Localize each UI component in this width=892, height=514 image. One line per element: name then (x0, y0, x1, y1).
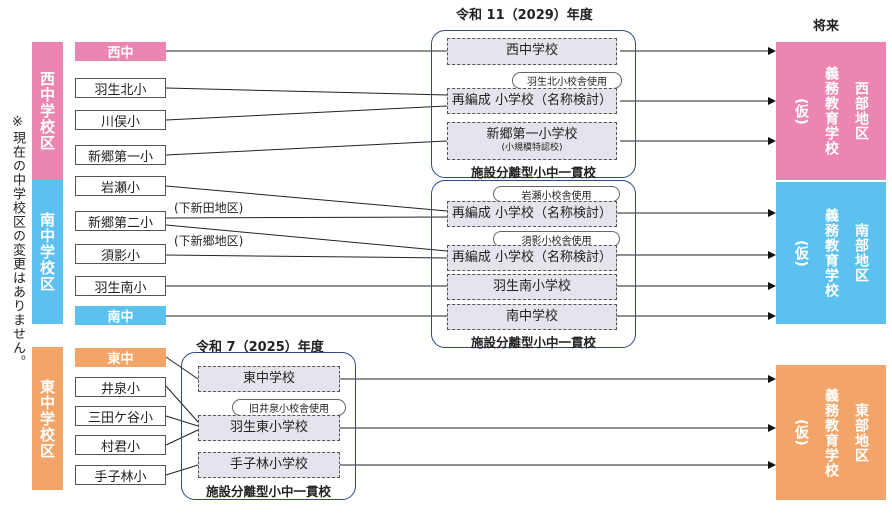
subarea-shimoshingo: (下新郷地区) (174, 234, 244, 248)
pill-iwase: 岩瀬小校舎使用 (493, 186, 620, 202)
school-south-reorg-1: 再編成 小学校（名称検討） (447, 201, 617, 227)
frame-west-2029 (431, 30, 636, 178)
element-shingo-daini: 新郷第二小 (75, 211, 166, 231)
school-shingo-daiichi: 新郷第一小学校 (小規模特認校) (447, 122, 617, 160)
subarea-shimoshinden: (下新田地区) (174, 201, 244, 215)
element-tegobayashi: 手子林小 (75, 465, 166, 485)
element-higashi-chu: 東中 (75, 348, 166, 367)
district-east: 東中学校区 (32, 347, 63, 490)
pill-hanyu-kita: 羽生北小校舎使用 (512, 72, 622, 89)
element-hanyu-minami: 羽生南小 (75, 276, 166, 296)
district-west: 西中学校区 (32, 42, 63, 180)
element-nishi-chu: 西中 (75, 42, 166, 61)
school-higashi-chu: 東中学校 (198, 366, 340, 392)
school-shingo-daiichi-note: (小規模特認校) (501, 143, 563, 154)
school-shingo-daiichi-name: 新郷第一小学校 (486, 127, 578, 143)
future-south-kari: (仮) (793, 239, 809, 267)
future-east-area: 東部地区 (853, 402, 869, 463)
future-west-kari: (仮) (793, 97, 809, 125)
caption-south: 施設分離型小中一貫校 (470, 335, 596, 350)
school-hanyu-minami: 羽生南小学校 (447, 274, 617, 300)
future-east: (仮) 義務教育学校 東部地区 (776, 365, 886, 500)
school-south-reorg-2: 再編成 小学校（名称検討） (447, 245, 617, 271)
caption-west: 施設分離型小中一貫校 (470, 165, 596, 180)
future-west: (仮) 義務教育学校 西部地区 (776, 42, 886, 180)
future-south: (仮) 義務教育学校 南部地区 (776, 182, 886, 324)
frame-south-2029 (431, 180, 636, 348)
school-nishi-chu: 西中学校 (447, 38, 617, 65)
element-isen: 井泉小 (75, 377, 166, 397)
element-muragimi: 村君小 (75, 435, 166, 455)
pill-isen: 旧井泉小校舎使用 (232, 399, 346, 416)
school-minami-chu: 南中学校 (447, 304, 617, 330)
school-tegobayashi: 手子林小学校 (198, 452, 340, 478)
future-label: 将来 (813, 19, 840, 34)
future-west-name: 義務教育学校 (823, 66, 839, 156)
element-minami-chu: 南中 (75, 306, 166, 325)
district-south: 南中学校区 (32, 180, 63, 324)
element-mitagaya: 三田ケ谷小 (75, 406, 166, 426)
element-sukage: 須影小 (75, 244, 166, 264)
caption-east: 施設分離型小中一貫校 (205, 484, 331, 499)
year-2025-label: 令和 7（2025）年度 (196, 340, 324, 355)
future-south-name: 義務教育学校 (823, 208, 839, 298)
element-hanyu-kita: 羽生北小 (75, 78, 166, 98)
future-south-area: 南部地区 (853, 223, 869, 283)
element-shingo-daiichi: 新郷第一小 (75, 145, 166, 165)
element-kawamata: 川俣小 (75, 110, 166, 130)
future-east-name: 義務教育学校 (823, 387, 839, 478)
school-west-reorg: 再編成 小学校（名称検討） (447, 88, 617, 114)
future-west-area: 西部地区 (853, 81, 869, 141)
frame-east-2025 (181, 352, 356, 500)
future-east-kari: (仮) (793, 419, 809, 446)
year-2029-label: 令和 11（2029）年度 (456, 8, 593, 23)
element-iwase: 岩瀬小 (75, 176, 166, 196)
school-hanyu-higashi: 羽生東小学校 (198, 415, 340, 441)
remark-note: ※現在の中学校区の変更はありません。 (10, 115, 25, 369)
